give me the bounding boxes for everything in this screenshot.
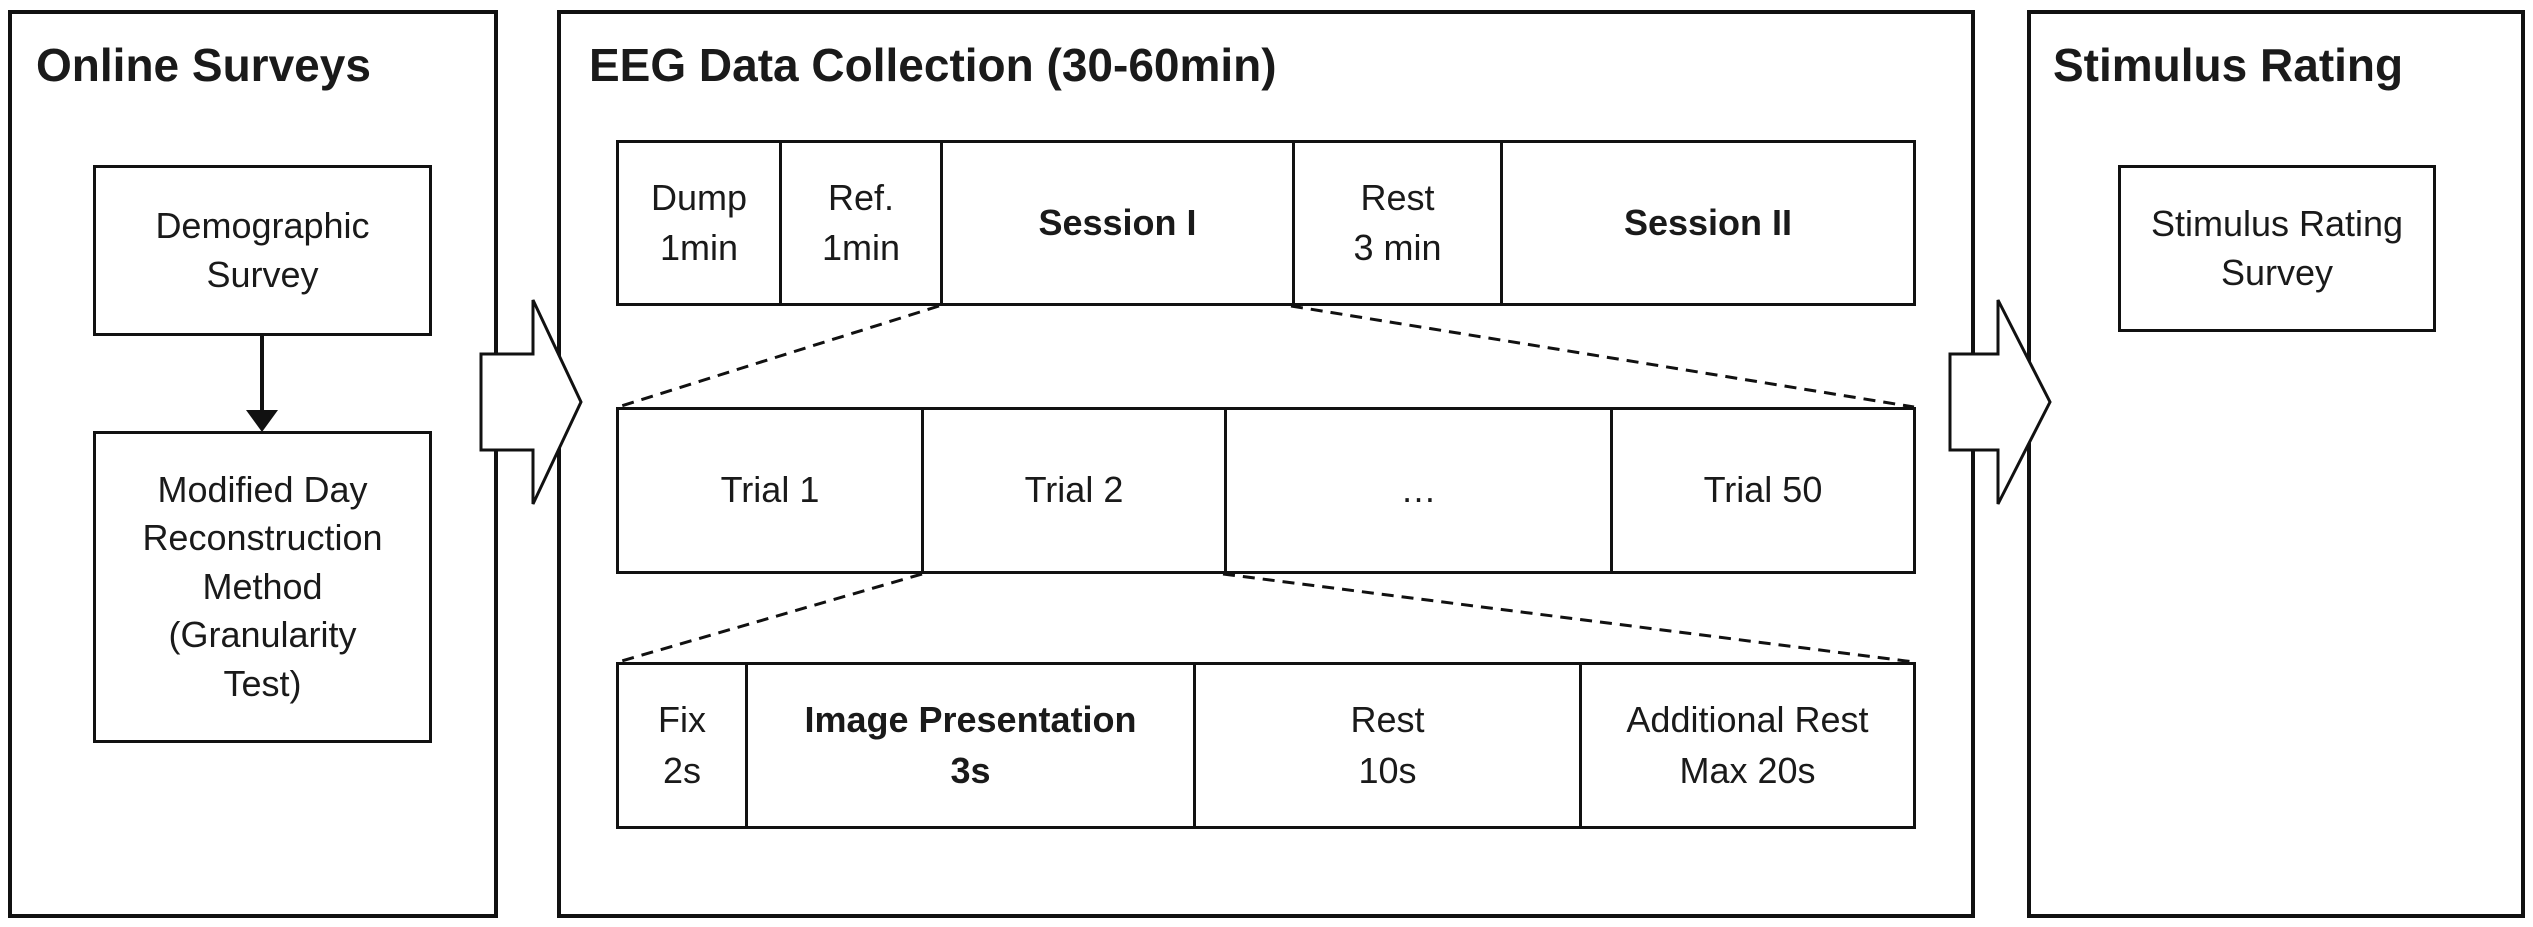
modified-day-reconstruction-box: Modified Day Reconstruction Method (Gran… — [93, 431, 432, 743]
ref-cell: Ref. 1min — [782, 143, 943, 303]
additional-rest-cell: Additional Rest Max 20s — [1626, 699, 1869, 791]
trial-1-cell: Trial 1 — [619, 410, 924, 571]
online-surveys-title: Online Surveys — [36, 39, 371, 91]
trial-50-cell: Trial 50 — [1703, 469, 1823, 511]
trial-row: Trial 1 Trial 2 … Trial 50 — [616, 407, 1916, 574]
rest-3min-cell: Rest 3 min — [1295, 143, 1503, 303]
stimulus-rating-title: Stimulus Rating — [2053, 39, 2404, 91]
session-2-cell: Session II — [1623, 201, 1793, 243]
trial-structure-row: Fix 2s Image Presentation 3s Rest 10s Ad… — [616, 662, 1916, 829]
rest-10s-cell: Rest 10s — [1196, 665, 1582, 826]
session-row: Dump 1min Ref. 1min Session I Rest 3 min… — [616, 140, 1916, 306]
session-1-cell: Session I — [943, 143, 1295, 303]
stimulus-rating-panel: Stimulus Rating — [2027, 10, 2525, 918]
trial-2-cell: Trial 2 — [924, 410, 1227, 571]
demographic-survey-box: Demographic Survey — [93, 165, 432, 336]
image-presentation-cell: Image Presentation 3s — [748, 665, 1196, 826]
eeg-data-collection-title: EEG Data Collection (30-60min) — [589, 39, 1277, 91]
stimulus-rating-survey-box: Stimulus Rating Survey — [2118, 165, 2436, 332]
fix-cell: Fix 2s — [619, 665, 748, 826]
trial-ellipsis-cell: … — [1227, 410, 1613, 571]
dump-cell: Dump 1min — [619, 143, 782, 303]
